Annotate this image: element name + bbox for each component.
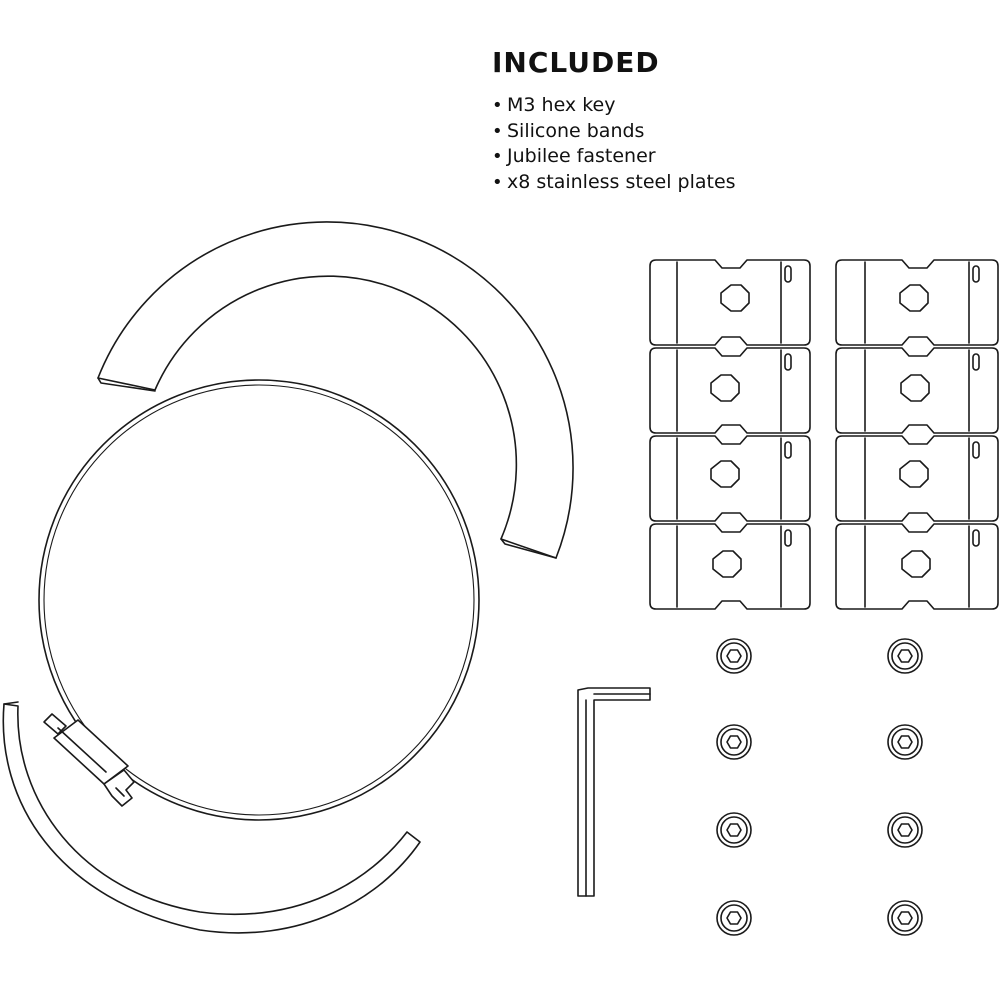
screw-icon (716, 900, 752, 936)
bullet-icon: • (492, 146, 503, 167)
screw-icon (887, 812, 923, 848)
screw-icon (716, 812, 752, 848)
steel-plate (835, 435, 999, 522)
steel-plate (649, 523, 811, 610)
steel-plate (835, 523, 999, 610)
silicone-band-lower (2, 703, 421, 934)
list-item-label: M3 hex key (507, 94, 616, 116)
list-item-label: x8 stainless steel plates (507, 170, 736, 193)
hex-hole-icon (710, 374, 740, 402)
steel-plate (649, 259, 811, 346)
bullet-icon: • (492, 120, 503, 142)
jubilee-fastener (43, 713, 135, 807)
bullet-icon: • (492, 95, 503, 116)
list-item: •Silicone bands (492, 119, 736, 145)
list-item: •M3 hex key (492, 93, 736, 119)
included-list: •M3 hex key •Silicone bands •Jubilee fas… (492, 93, 736, 195)
list-item-label: Jubilee fastener (507, 145, 656, 167)
list-item-label: Silicone bands (507, 119, 645, 142)
silicone-band-upper (97, 221, 574, 559)
bullet-icon: • (492, 171, 503, 193)
screw-icon (887, 724, 923, 760)
screw-icon (716, 724, 752, 760)
hex-key-icon (577, 687, 651, 897)
steel-plate (649, 435, 811, 522)
steel-plate (649, 347, 811, 434)
screw-icon (716, 638, 752, 674)
list-item: •Jubilee fastener (492, 144, 736, 170)
hex-hole-icon (900, 374, 930, 402)
hex-hole-icon (899, 284, 929, 312)
steel-plate (835, 259, 999, 346)
list-item: •x8 stainless steel plates (492, 170, 736, 196)
hex-hole-icon (710, 460, 740, 488)
included-heading: INCLUDED (492, 46, 660, 79)
hex-hole-icon (901, 550, 931, 578)
screw-icon (887, 900, 923, 936)
hex-hole-icon (720, 284, 750, 312)
screw-icon (887, 638, 923, 674)
hex-hole-icon (899, 460, 929, 488)
steel-plate (835, 347, 999, 434)
hex-hole-icon (712, 550, 742, 578)
steel-band-circle (38, 379, 480, 821)
